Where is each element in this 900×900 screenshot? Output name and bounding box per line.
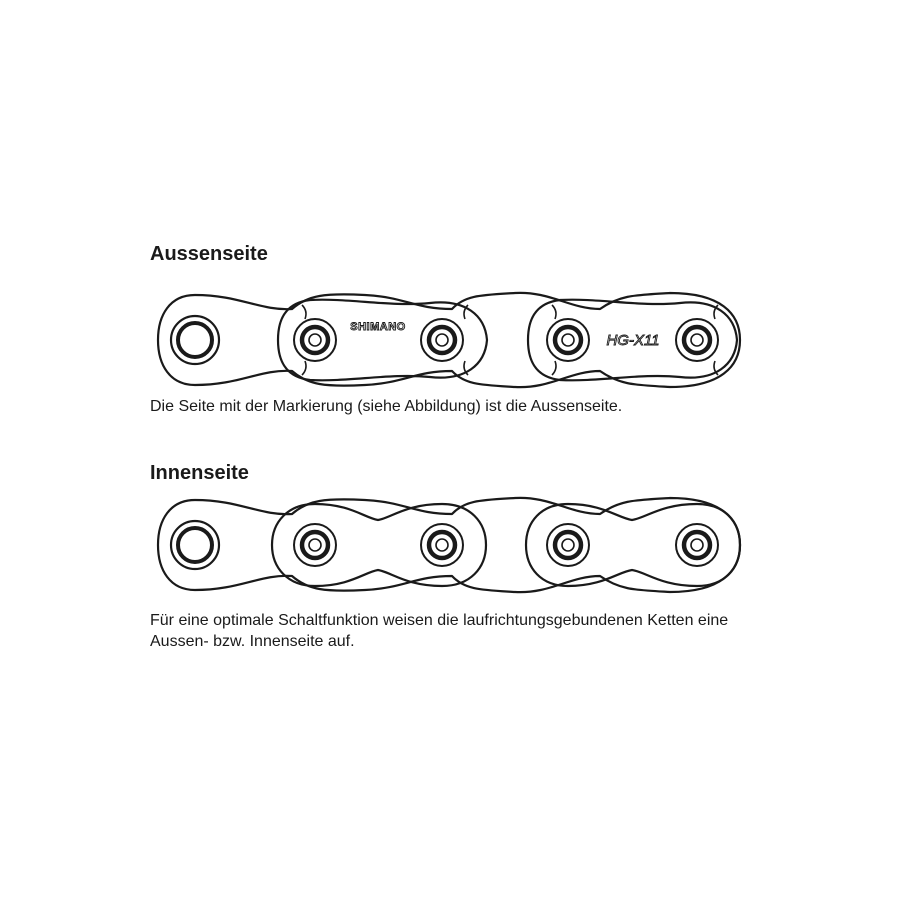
inner-rollers: [169, 519, 719, 571]
pin-3: [546, 318, 590, 362]
pin-2: [420, 523, 464, 567]
hg-x11-marking: HG-X11: [606, 332, 659, 349]
pin-1: [293, 318, 337, 362]
chain-outline: [156, 291, 742, 389]
inner-side-caption: Für eine optimale Schaltfunktion weisen …: [150, 610, 770, 652]
caption-line-2: Aussen- bzw. Innenseite auf.: [150, 633, 355, 650]
chain-outline: [156, 496, 742, 594]
outer-side-caption: Die Seite mit der Markierung (siehe Abbi…: [150, 398, 623, 415]
pin-3: [546, 523, 590, 567]
outer-plate-1: [276, 298, 489, 382]
outer-side-heading: Aussenseite: [150, 243, 268, 265]
inner-side-heading: Innenseite: [150, 462, 249, 484]
chain-outer-side-diagram: SHIMANO HG-X11: [156, 291, 742, 389]
outer-rollers: [169, 314, 719, 366]
caption-line-1: Für eine optimale Schaltfunktion weisen …: [150, 612, 729, 629]
pin-2: [420, 318, 464, 362]
inner-plate-2: [524, 502, 742, 588]
roller-1: [169, 314, 221, 366]
pin-4: [675, 318, 719, 362]
roller-1: [169, 519, 221, 571]
inner-plate-1: [270, 502, 488, 588]
shimano-marking: SHIMANO: [350, 321, 405, 333]
outer-plate-2: [526, 298, 739, 382]
pin-1: [293, 523, 337, 567]
chain-inner-side-diagram: [156, 496, 742, 594]
pin-4: [675, 523, 719, 567]
